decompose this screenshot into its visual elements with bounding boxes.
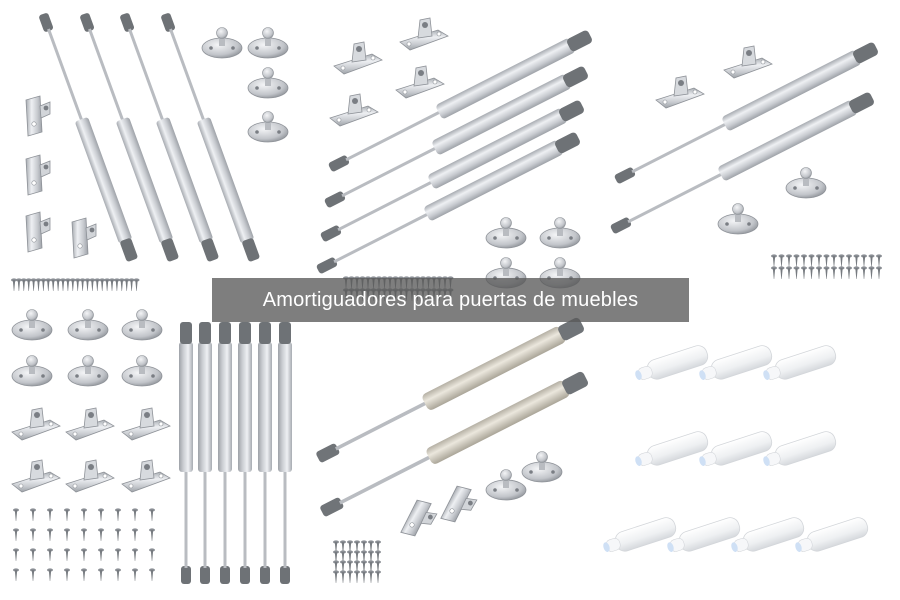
screw-icon xyxy=(132,548,138,561)
screw-grid-4 xyxy=(13,508,155,581)
push-damper-group xyxy=(600,342,871,559)
screw-icon xyxy=(30,548,36,561)
screw-icon xyxy=(786,266,792,279)
ball-stud-plate-group-3 xyxy=(717,167,827,235)
gas-strut-group-5 xyxy=(313,315,590,521)
screw-icon xyxy=(808,266,815,279)
screw-icon xyxy=(846,266,852,279)
screw-icon xyxy=(801,266,807,279)
screw-icon xyxy=(868,266,875,279)
screw-grid-5 xyxy=(333,540,381,583)
screw-icon xyxy=(132,568,138,581)
screw-icon xyxy=(861,266,867,279)
screw-icon xyxy=(808,254,815,267)
screw-icon xyxy=(47,528,53,541)
screw-icon xyxy=(333,570,339,583)
screw-icon xyxy=(81,508,87,521)
screw-icon xyxy=(347,570,353,583)
screw-icon xyxy=(132,528,138,541)
screw-row-3 xyxy=(771,254,882,279)
screw-icon xyxy=(771,266,777,279)
screw-icon xyxy=(149,548,155,561)
screw-icon xyxy=(115,508,121,521)
screw-icon xyxy=(13,508,19,521)
screw-icon xyxy=(64,548,70,561)
screw-icon xyxy=(846,254,852,267)
screw-icon xyxy=(876,266,882,279)
screw-icon xyxy=(81,548,87,561)
screw-icon xyxy=(64,528,70,541)
screw-icon xyxy=(13,568,19,581)
screw-icon xyxy=(64,568,70,581)
screw-icon xyxy=(771,254,777,267)
screw-icon xyxy=(81,528,87,541)
screw-icon xyxy=(81,568,87,581)
ball-stud-plate-group-1 xyxy=(201,27,289,143)
gas-strut-group-4 xyxy=(179,322,292,584)
screw-icon xyxy=(786,254,792,267)
screw-icon xyxy=(64,508,70,521)
screw-icon xyxy=(47,568,53,581)
screw-icon xyxy=(149,568,155,581)
screw-icon xyxy=(13,528,19,541)
screw-icon xyxy=(132,508,138,521)
screw-icon xyxy=(115,568,121,581)
mounting-bracket-group-3 xyxy=(655,45,773,109)
caption-banner: Amortiguadores para puertas de muebles xyxy=(212,278,689,322)
screw-icon xyxy=(361,570,367,583)
mounting-bracket-group-2 xyxy=(329,17,449,127)
mounting-bracket-group-5 xyxy=(398,482,481,544)
ball-stud-plate-group-5 xyxy=(485,451,563,501)
screw-icon xyxy=(30,508,36,521)
screw-icon xyxy=(868,254,875,267)
screw-icon xyxy=(861,254,867,267)
screw-icon xyxy=(823,254,830,267)
mounting-bracket-group-4 xyxy=(11,407,171,493)
screw-icon xyxy=(823,266,830,279)
screw-icon xyxy=(778,266,785,279)
ball-stud-plate-group-4 xyxy=(11,309,163,387)
screw-icon xyxy=(816,266,822,279)
screw-icon xyxy=(831,254,837,267)
screw-icon xyxy=(98,548,104,561)
screw-icon xyxy=(876,254,882,267)
screw-icon xyxy=(149,528,155,541)
screw-icon xyxy=(838,254,845,267)
screw-icon xyxy=(375,570,381,583)
screw-icon xyxy=(853,266,860,279)
screw-icon xyxy=(838,266,845,279)
screw-icon xyxy=(47,508,53,521)
screw-icon xyxy=(98,528,104,541)
screw-icon xyxy=(793,266,800,279)
screw-icon xyxy=(98,508,104,521)
screw-icon xyxy=(47,548,53,561)
screw-icon xyxy=(778,254,785,267)
screw-icon xyxy=(853,254,860,267)
screw-icon xyxy=(13,548,19,561)
screw-icon xyxy=(354,570,360,583)
screw-icon xyxy=(149,508,155,521)
screw-icon xyxy=(368,570,374,583)
screw-icon xyxy=(115,548,121,561)
screw-icon xyxy=(98,568,104,581)
screw-icon xyxy=(340,570,346,583)
screw-icon xyxy=(816,254,822,267)
screw-icon xyxy=(30,528,36,541)
screw-icon xyxy=(133,278,140,291)
screw-row-1 xyxy=(11,278,140,291)
screw-icon xyxy=(801,254,807,267)
screw-icon xyxy=(30,568,36,581)
screw-icon xyxy=(115,528,121,541)
screw-icon xyxy=(831,266,837,279)
screw-icon xyxy=(793,254,800,267)
